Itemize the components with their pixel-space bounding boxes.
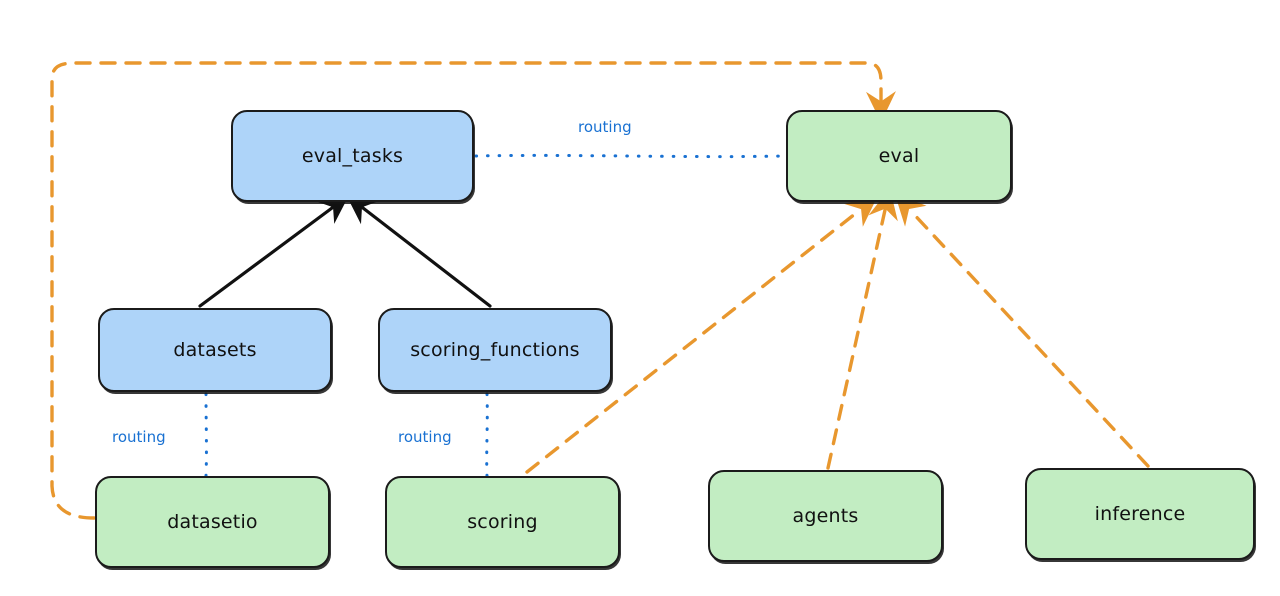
edge-scoring-functions-to-scoring — [485, 392, 489, 478]
edge-inference-to-eval — [894, 193, 1150, 468]
edge-eval-tasks-to-eval — [474, 153, 786, 159]
node-label-datasetio: datasetio — [167, 511, 258, 533]
node-label-scoring-functions: scoring_functions — [410, 339, 580, 361]
node-label-inference: inference — [1094, 503, 1186, 525]
node-scoring-functions[interactable]: scoring_functions — [378, 308, 612, 392]
node-agents[interactable]: agents — [708, 470, 943, 562]
edge-label-routing-scoring-functions-scoring: routing — [398, 428, 452, 446]
edge-scoring-functions-to-eval-tasks — [346, 195, 492, 308]
edge-agents-to-eval — [826, 188, 898, 470]
node-label-datasets: datasets — [173, 339, 257, 361]
node-label-scoring: scoring — [467, 511, 538, 533]
edge-label-routing-datasets-datasetio: routing — [112, 428, 166, 446]
node-label-eval-tasks: eval_tasks — [301, 145, 404, 167]
node-label-eval: eval — [878, 145, 920, 167]
edge-label-routing-eval-tasks-eval: routing — [578, 118, 632, 136]
node-eval[interactable]: eval — [786, 110, 1012, 202]
edge-datasets-to-eval-tasks — [198, 195, 349, 308]
node-eval-tasks[interactable]: eval_tasks — [231, 110, 474, 202]
node-datasets[interactable]: datasets — [98, 308, 332, 392]
node-datasetio[interactable]: datasetio — [95, 476, 330, 568]
edge-datasetio-to-eval — [50, 61, 896, 520]
node-inference[interactable]: inference — [1025, 468, 1255, 560]
edge-scoring-to-eval — [525, 196, 878, 474]
node-scoring[interactable]: scoring — [385, 476, 620, 568]
node-label-agents: agents — [792, 505, 859, 527]
